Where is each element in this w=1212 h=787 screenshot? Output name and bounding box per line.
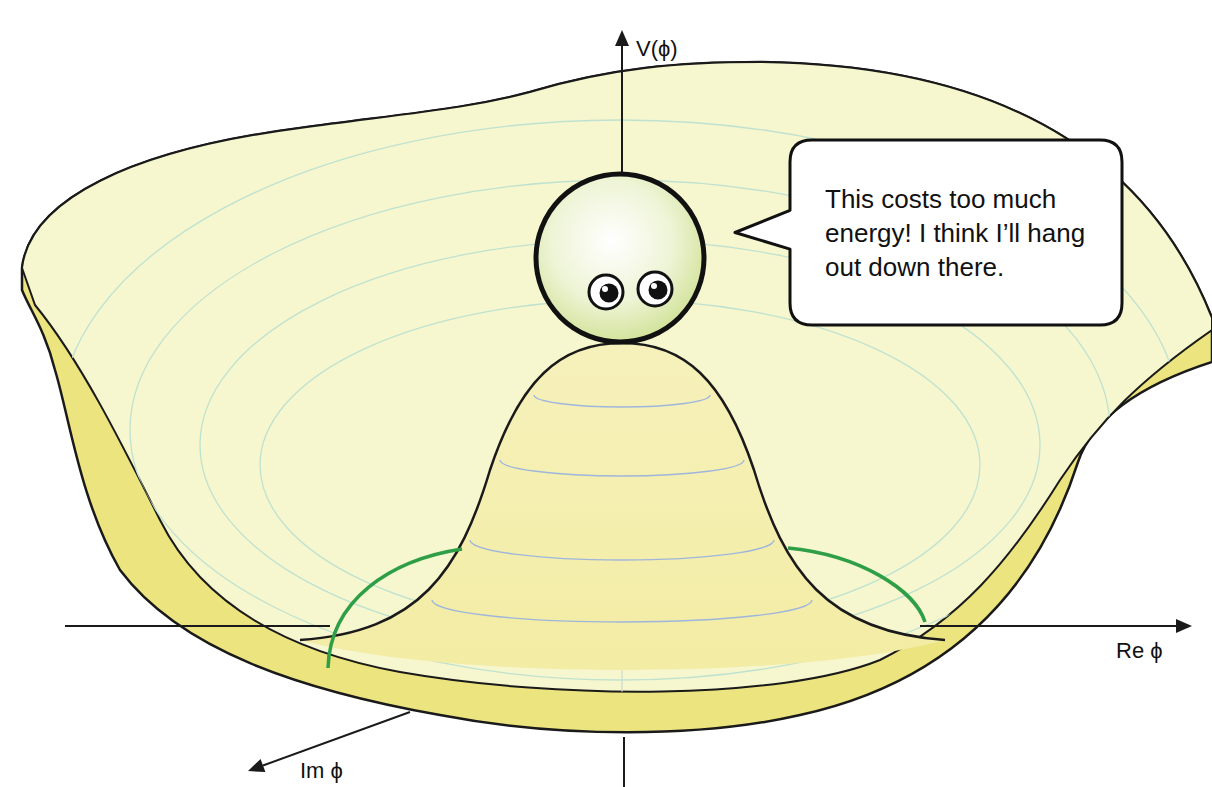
bowl-wall [22,62,1212,732]
ball-character [536,174,704,342]
speech-bubble: This costs too much energy! I think I’ll… [790,140,1122,325]
bubble-shape [735,140,1122,325]
vacuum-circle [788,548,925,622]
axis-label: V(ϕ) [636,36,678,62]
pupil [600,284,619,303]
re-axis [65,625,330,627]
arrow-head [1176,619,1192,633]
hump-contours [432,395,812,622]
contour-line [470,540,774,560]
contour-line [432,600,812,622]
v-axis [623,737,625,787]
speech-text: This costs too much energy! I think I’ll… [825,182,1087,284]
eye-highlight [651,283,657,289]
surface-contours [60,60,1180,720]
contour-line [534,395,710,407]
arrow-head [248,759,265,772]
re-axis [920,625,1178,627]
eye [589,275,623,309]
bowl-surface [22,62,1212,692]
arrow-head [615,30,629,46]
eye-highlight [602,286,608,292]
potential-hump [300,343,945,670]
im-axis [263,712,410,766]
eye [638,272,672,306]
v-axis [621,44,623,176]
contour-line [500,460,744,476]
axis-label: Re ϕ [1116,638,1163,664]
pupil [649,281,668,300]
contour-line [60,120,1180,720]
hump-outline [300,343,945,640]
axis-label: Im ϕ [300,758,343,784]
vacuum-circle [328,549,462,668]
